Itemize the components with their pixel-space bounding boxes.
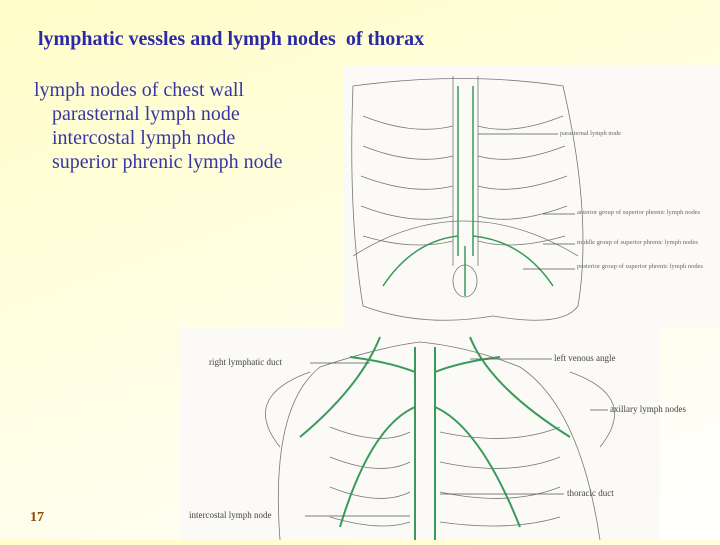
- thorax-lymphatics-illustration: right lymphatic duct left venous angle a…: [180, 327, 686, 541]
- label-posterior-group: posterior group of superior phrenic lymp…: [577, 263, 704, 270]
- bullet-item: intercostal lymph node: [52, 127, 236, 149]
- bullet-item: parasternal lymph node: [52, 103, 240, 125]
- anatomy-drawing: [265, 336, 615, 541]
- label-thoracic-duct: thoracic duct: [567, 488, 614, 498]
- anatomy-drawing: [351, 76, 584, 321]
- label-left-venous-angle: left venous angle: [554, 353, 616, 363]
- slide-title: lymphatic vessles and lymph nodes of tho…: [38, 28, 425, 50]
- label-axillary-lymph-nodes: axillary lymph nodes: [610, 404, 686, 414]
- thorax-anterior-wall-illustration: parasternal lymph node anterior group of…: [343, 66, 720, 328]
- page-number: 17: [30, 510, 44, 525]
- label-right-lymphatic-duct: right lymphatic duct: [209, 357, 282, 367]
- label-middle-group: middle group of superior phrenic lymph n…: [577, 239, 698, 246]
- label-intercostal-lymph-node: intercostal lymph node: [189, 510, 272, 520]
- bullet-item: lymph nodes of chest wall: [34, 79, 244, 101]
- bullet-item: superior phrenic lymph node: [52, 151, 283, 173]
- label-anterior-group: anterior group of superior phrenic lymph…: [577, 209, 701, 216]
- bullet-list: lymph nodes of chest wall parasternal ly…: [34, 78, 283, 174]
- label-parasternal-lymph-node: parasternal lymph node: [560, 130, 622, 137]
